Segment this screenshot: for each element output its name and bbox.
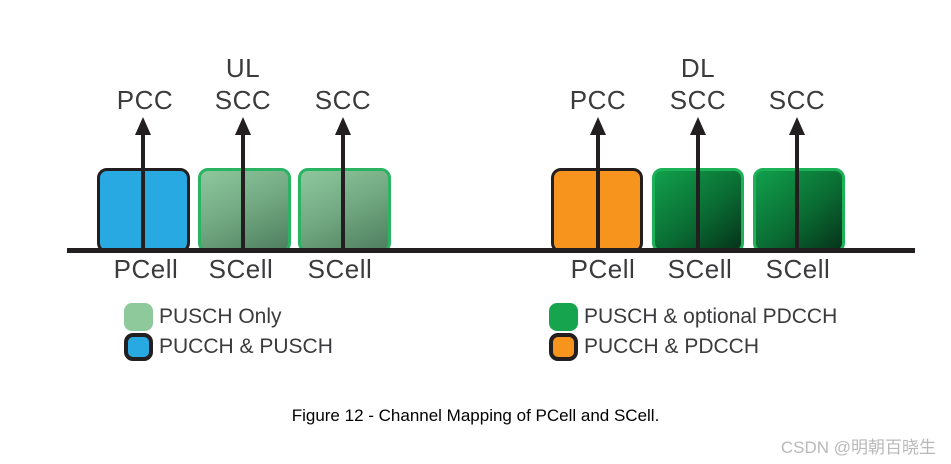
legend-label-pusch-only: PUSCH Only: [159, 305, 282, 328]
legend-swatch-pusch-only: [124, 303, 153, 331]
legend-label-pucch-pdcch: PUCCH & PDCCH: [584, 335, 760, 358]
arrow-up-icon: [590, 117, 606, 135]
carrier-label-ul-scc-2: SCC: [314, 85, 372, 115]
arrow-up-icon: [795, 132, 799, 253]
carrier-label-dl-scc-1: SCC: [669, 85, 727, 115]
legend-swatch-pucch-pdcch: [549, 333, 578, 361]
cell-label-ul-pcell: PCell: [113, 254, 179, 284]
carrier-label-dl-scc-2: SCC: [768, 85, 826, 115]
cell-label-dl-pcell: PCell: [570, 254, 636, 284]
figure-caption: Figure 12 - Channel Mapping of PCell and…: [291, 406, 660, 425]
legend-swatch-pusch-optional-pdcch: [549, 303, 578, 331]
arrow-up-icon: [141, 132, 145, 253]
legend-label-pusch-optional-pdcch: PUSCH & optional PDCCH: [584, 305, 838, 328]
cell-label-dl-scell-2: SCell: [765, 254, 831, 284]
arrow-up-icon: [341, 132, 345, 253]
cell-label-ul-scell-2: SCell: [307, 254, 373, 284]
box-dl-scell-pusch-opt-pdcch-2: [753, 168, 845, 253]
arrow-up-icon: [696, 132, 700, 253]
group-label-dl: DL: [680, 53, 716, 83]
legend-swatch-pucch-pusch: [124, 333, 153, 361]
arrow-up-icon: [335, 117, 351, 135]
frequency-axis-line: [67, 248, 915, 253]
arrow-up-icon: [135, 117, 151, 135]
cell-label-dl-scell-1: SCell: [667, 254, 733, 284]
group-label-ul: UL: [225, 53, 261, 83]
arrow-up-icon: [235, 117, 251, 135]
arrow-up-icon: [241, 132, 245, 253]
arrow-up-icon: [596, 132, 600, 253]
cell-label-ul-scell-1: SCell: [208, 254, 274, 284]
legend-label-pucch-pusch: PUCCH & PUSCH: [159, 335, 333, 358]
arrow-up-icon: [789, 117, 805, 135]
carrier-label-ul-pcc: PCC: [116, 85, 174, 115]
carrier-label-ul-scc-1: SCC: [214, 85, 272, 115]
carrier-label-dl-pcc: PCC: [569, 85, 627, 115]
watermark: CSDN @明朝百晓生: [780, 438, 936, 457]
arrow-up-icon: [690, 117, 706, 135]
